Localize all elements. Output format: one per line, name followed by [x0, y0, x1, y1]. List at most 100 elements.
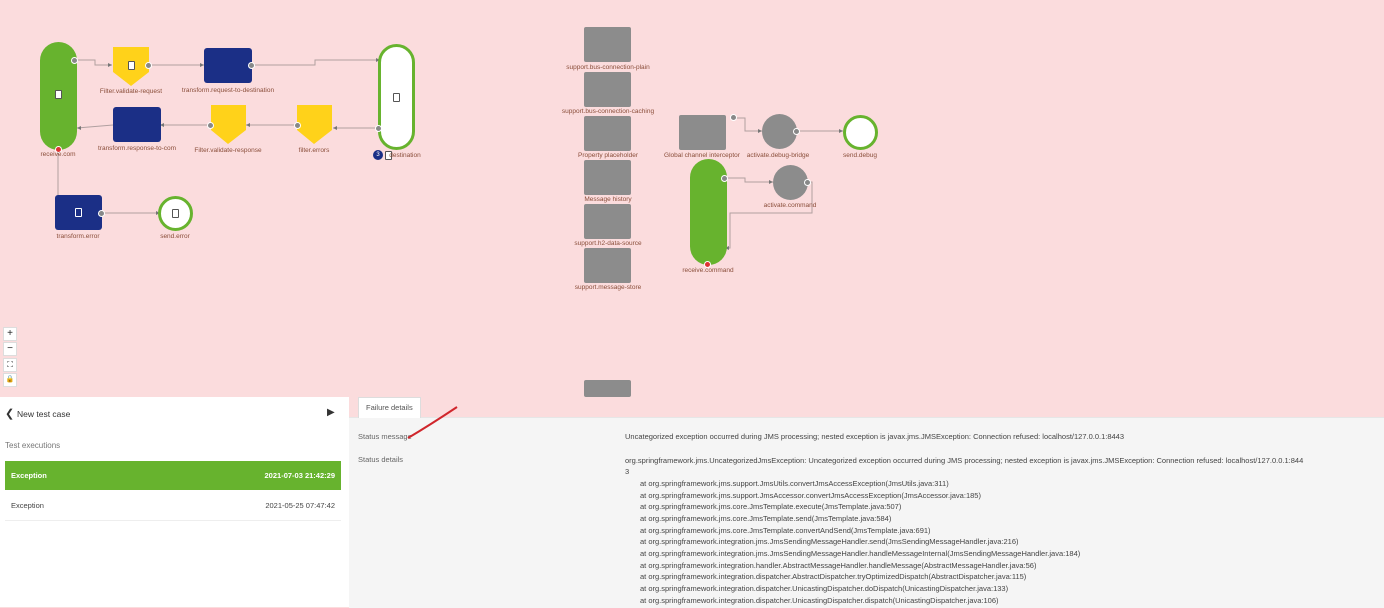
stack-trace-line: at org.springframework.integration.jms.J… — [640, 549, 1081, 558]
label-transform-response-to-com: transform.response-to-com — [97, 145, 177, 152]
destination-count-badge: 3 — [373, 150, 383, 160]
execution-row[interactable]: Exception 2021-05-25 07:47:42 — [5, 492, 341, 521]
panel-title: New test case — [17, 409, 71, 419]
port-out[interactable] — [375, 125, 382, 132]
lock-button[interactable]: 🔒 — [3, 373, 17, 387]
document-icon — [75, 208, 82, 217]
port-out[interactable] — [207, 122, 214, 129]
filter-shape-validate-response — [211, 105, 246, 144]
fit-view-button[interactable]: ⛶ — [3, 358, 17, 372]
node-support-offscreen[interactable] — [584, 380, 631, 397]
node-transform-error[interactable] — [55, 195, 102, 230]
node-global-channel-interceptor[interactable] — [679, 115, 726, 150]
execution-status: Exception — [11, 501, 44, 510]
label-destination: destination — [389, 152, 421, 159]
node-filter-validate-request[interactable] — [113, 47, 149, 86]
stack-trace-line: at org.springframework.jms.core.JmsTempl… — [640, 526, 931, 535]
status-message-value: Uncategorized exception occurred during … — [625, 432, 1125, 441]
port-out[interactable] — [98, 210, 105, 217]
port-out[interactable] — [145, 62, 152, 69]
execution-time: 2021-05-25 07:47:42 — [265, 501, 335, 510]
node-activate-command[interactable] — [773, 165, 808, 200]
edge-receive-to-filter — [75, 59, 112, 66]
label-property-placeholder: Property placeholder — [578, 152, 638, 159]
node-send-error[interactable] — [158, 196, 193, 231]
stack-trace-line: at org.springframework.jms.core.JmsTempl… — [640, 514, 892, 523]
node-property-placeholder[interactable] — [584, 116, 631, 151]
node-support-message-store[interactable] — [584, 248, 631, 283]
annotation-stroke — [407, 406, 458, 439]
label-support-bus-connection-caching: support.bus-connection-caching — [561, 108, 655, 115]
zoom-out-button[interactable]: − — [3, 342, 17, 356]
execution-row-selected[interactable]: Exception 2021-07-03 21:42:29 — [5, 461, 341, 490]
label-filter-validate-response: Filter.validate-response — [194, 147, 262, 154]
port-error[interactable] — [704, 261, 711, 268]
flow-canvas[interactable]: receive.com Filter.validate-request tran… — [0, 0, 1384, 397]
label-filter-validate-request: Filter.validate-request — [99, 88, 163, 95]
run-icon[interactable]: ▶ — [327, 407, 335, 418]
filter-shape-errors — [297, 105, 332, 144]
label-message-history: Message history — [584, 196, 632, 203]
node-destination[interactable] — [378, 44, 415, 150]
document-icon — [393, 93, 400, 102]
port-out[interactable] — [721, 175, 728, 182]
node-receive-command[interactable] — [690, 159, 727, 265]
stack-trace-line: at org.springframework.integration.dispa… — [640, 572, 1027, 581]
failure-details-panel — [349, 417, 1384, 608]
document-icon — [128, 61, 135, 70]
node-support-h2-data-source[interactable] — [584, 204, 631, 239]
back-chevron-icon[interactable]: ❮ — [5, 408, 15, 420]
node-transform-request-to-destination[interactable] — [204, 48, 252, 83]
execution-time: 2021-07-03 21:42:29 — [264, 471, 335, 480]
node-activate-debug-bridge[interactable] — [762, 114, 797, 149]
stack-trace-line: at org.springframework.integration.dispa… — [640, 596, 999, 605]
tab-failure-details[interactable]: Failure details — [358, 397, 421, 418]
node-filter-errors[interactable] — [297, 105, 332, 144]
label-support-bus-connection-plain: support.bus-connection-plain — [566, 64, 650, 71]
label-filter-errors: filter.errors — [298, 147, 330, 154]
node-send-debug[interactable] — [843, 115, 878, 150]
label-activate-command: activate.command — [763, 202, 817, 209]
label-support-h2-data-source: support.h2-data-source — [574, 240, 642, 247]
stack-trace-line: at org.springframework.integration.handl… — [640, 561, 1037, 570]
stack-trace-line: at org.springframework.integration.dispa… — [640, 584, 1009, 593]
label-activate-debug-bridge: activate.debug-bridge — [746, 152, 810, 159]
status-details-label: Status details — [358, 455, 404, 464]
port-error[interactable] — [55, 146, 62, 153]
port-out[interactable] — [793, 128, 800, 135]
node-support-bus-connection-plain[interactable] — [584, 27, 631, 62]
stack-trace-line: at org.springframework.jms.support.JmsUt… — [640, 479, 949, 488]
label-transform-request-to-destination: transform.request-to-destination — [181, 87, 275, 94]
edge-activate-to-receive-command — [725, 181, 813, 249]
document-icon — [385, 151, 392, 160]
document-icon — [172, 209, 179, 218]
document-icon — [55, 90, 62, 99]
label-send-error: send.error — [160, 233, 190, 240]
label-support-message-store: support.message-store — [574, 284, 642, 291]
port-out[interactable] — [730, 114, 737, 121]
port-out[interactable] — [804, 179, 811, 186]
stack-trace-line: at org.springframework.jms.core.JmsTempl… — [640, 502, 902, 511]
edge-transform-to-receive — [76, 124, 114, 129]
node-transform-response-to-com[interactable] — [113, 107, 161, 142]
section-title: Test executions — [5, 441, 61, 450]
label-send-debug: send.debug — [843, 152, 877, 159]
tab-strip — [349, 397, 1384, 417]
node-receive-com[interactable] — [40, 42, 77, 150]
port-out[interactable] — [248, 62, 255, 69]
edge-receive-command-to-activate — [725, 177, 773, 183]
port-out[interactable] — [71, 57, 78, 64]
status-details-wrap: 3 — [625, 467, 630, 476]
label-transform-error: transform.error — [56, 233, 100, 240]
status-message-label: Status message — [358, 432, 412, 441]
node-support-bus-connection-caching[interactable] — [584, 72, 631, 107]
edge-interceptor-to-debug-bridge — [734, 117, 762, 132]
port-out[interactable] — [294, 122, 301, 129]
node-message-history[interactable] — [584, 160, 631, 195]
stack-trace-line: at org.springframework.integration.jms.J… — [640, 537, 1019, 546]
zoom-in-button[interactable]: + — [3, 327, 17, 341]
label-global-channel-interceptor: Global channel interceptor — [664, 152, 740, 159]
node-filter-validate-response[interactable] — [211, 105, 246, 144]
status-details-head: org.springframework.jms.UncategorizedJms… — [625, 456, 1304, 465]
stack-trace-line: at org.springframework.jms.support.JmsAc… — [640, 491, 981, 500]
